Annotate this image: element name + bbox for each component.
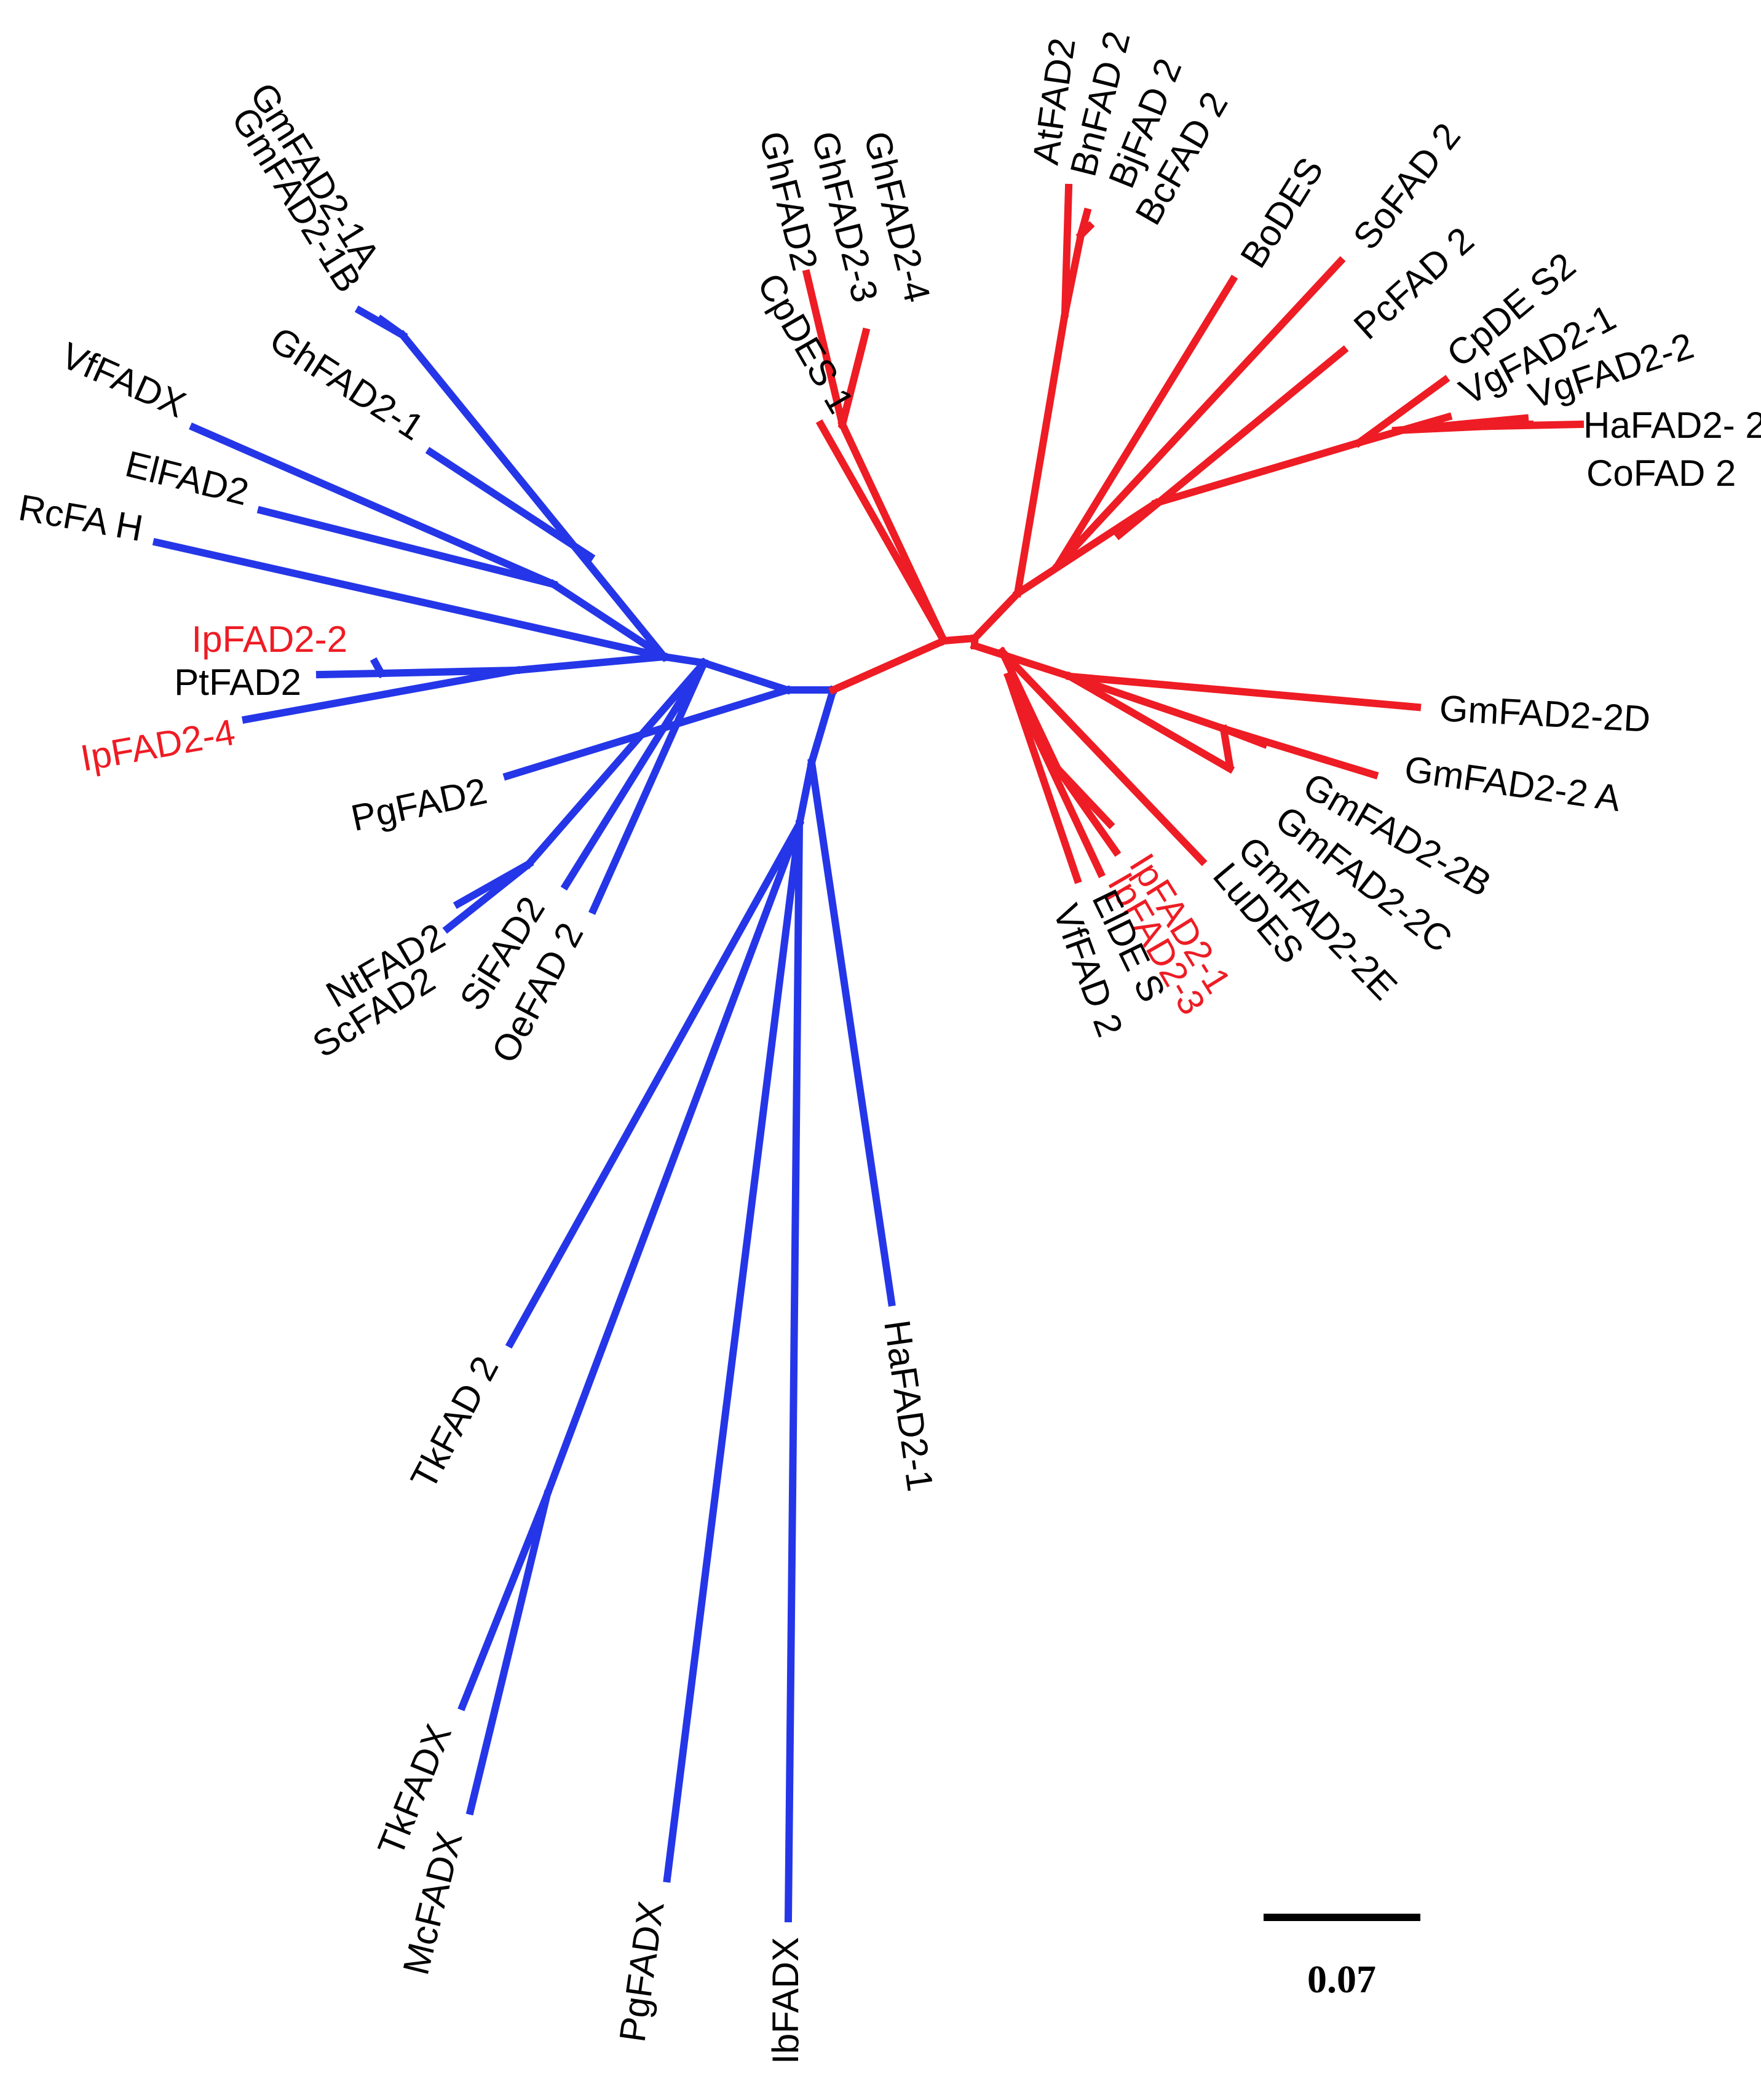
scale-bar-label: 0.07 [1307,1957,1376,2001]
branch-ipfad2-3 [1052,763,1115,830]
branch-hafad2-1 [807,758,896,1307]
branch-tkfad2 [505,818,805,1349]
branch-internal-red-top [940,634,979,645]
branch-gmfad2-1b [376,314,408,341]
branch-internal-pc [1012,497,1161,599]
leaf-label-cofad2: CoFAD 2 [1586,453,1736,494]
branch-internal-gm2 [1065,672,1229,734]
leaf-labels: GmFAD2-1A GmFAD2-1B GhFAD2-1 VfFADX ElFA… [15,27,1761,2064]
branch-ghfad2-4 [837,327,871,429]
clade-a-branches [152,305,896,1923]
leaf-label-elfad2: ElFAD2 [121,443,253,513]
leaf-label-bodes: BoDES [1232,151,1331,275]
branch-cpdes1 [815,419,949,646]
branch-eldes [1003,672,1106,878]
branch-elfad2 [256,505,558,589]
branch-internal-blue-lower [807,685,838,767]
branch-vffadx [189,422,558,589]
branch-internal-cp2 [1151,438,1364,508]
branch-internal-ip1 [997,647,1063,774]
branch-internal-tkx [542,819,804,1499]
branch-cofad2 [1435,420,1585,432]
branch-gmfad2-2d [1066,672,1422,711]
branch-internal-ip [512,652,668,675]
branch-pgfadx [663,820,804,1883]
leaf-label-gmfad2-2d: GmFAD2-2D [1438,687,1651,740]
branch-gmfad2-2b [1219,724,1234,770]
leaf-label-gmfad2-2a: GmFAD2-2 A [1402,748,1623,820]
branch-sofad2 [1052,256,1346,571]
leaf-label-pgfad2: PgFAD2 [347,770,491,839]
leaf-label-ipfad2-2: IpFAD2-2 [192,619,347,660]
branch-ptfad2 [370,657,387,679]
branch-ipfad2-4 [242,666,521,724]
branch-oefad2 [588,658,709,915]
branch-vffad2 [1003,672,1082,884]
leaf-label-tkfad2: TkFAD 2 [403,1350,507,1496]
branch-ipfad2-2 [315,669,386,679]
branch-scfad2 [442,858,534,934]
branch-cpdes2 [1353,374,1450,448]
branch-bnfad2 [1060,230,1086,319]
branch-internal-at [1013,309,1069,598]
branch-bodes [1052,274,1238,571]
branch-ludes [997,646,1208,866]
branch-ghfad2-1 [425,446,596,562]
branch-internal-vf [548,579,670,662]
branch-sifad2 [560,657,710,891]
leaf-label-ibfadx: IbFADX [765,1937,806,2064]
leaf-label-hafad2-2: HaFAD2- 2 [1583,405,1761,446]
branch-mcfadx [465,1489,552,1816]
branch-ghfad2 [802,269,847,429]
branch-rcfah [152,537,669,662]
leaf-label-vffadx: VfFADX [55,335,192,426]
branch-internal-blue-upper [699,658,792,695]
leaf-label-ptfad2: PtFAD2 [174,662,301,703]
branch-gmfad2-2c [1219,724,1268,749]
branch-tkfadx [457,1489,552,1711]
branch-root-red [828,636,949,695]
leaf-label-hafad2-1: HaFAD2-1 [876,1317,941,1494]
branch-ibfadx [784,820,804,1923]
branch-internal-lower-right [970,641,1075,681]
branch-bcfad2 [1075,221,1095,240]
leaf-label-ipfad2-4: IpFAD2-4 [77,711,238,779]
leaf-label-rcfah: RcFA H [15,487,146,549]
branch-internal-nt [523,657,710,870]
branch-internal-upper-right [969,588,1023,644]
branch-internal-gm1 [397,330,670,662]
leaf-label-pgfadx: PgFADX [612,1898,672,2044]
branch-internal-blue-hub [660,652,708,667]
clade-b-branches [802,183,1585,884]
branch-gmfad2-2e [1064,671,1235,774]
